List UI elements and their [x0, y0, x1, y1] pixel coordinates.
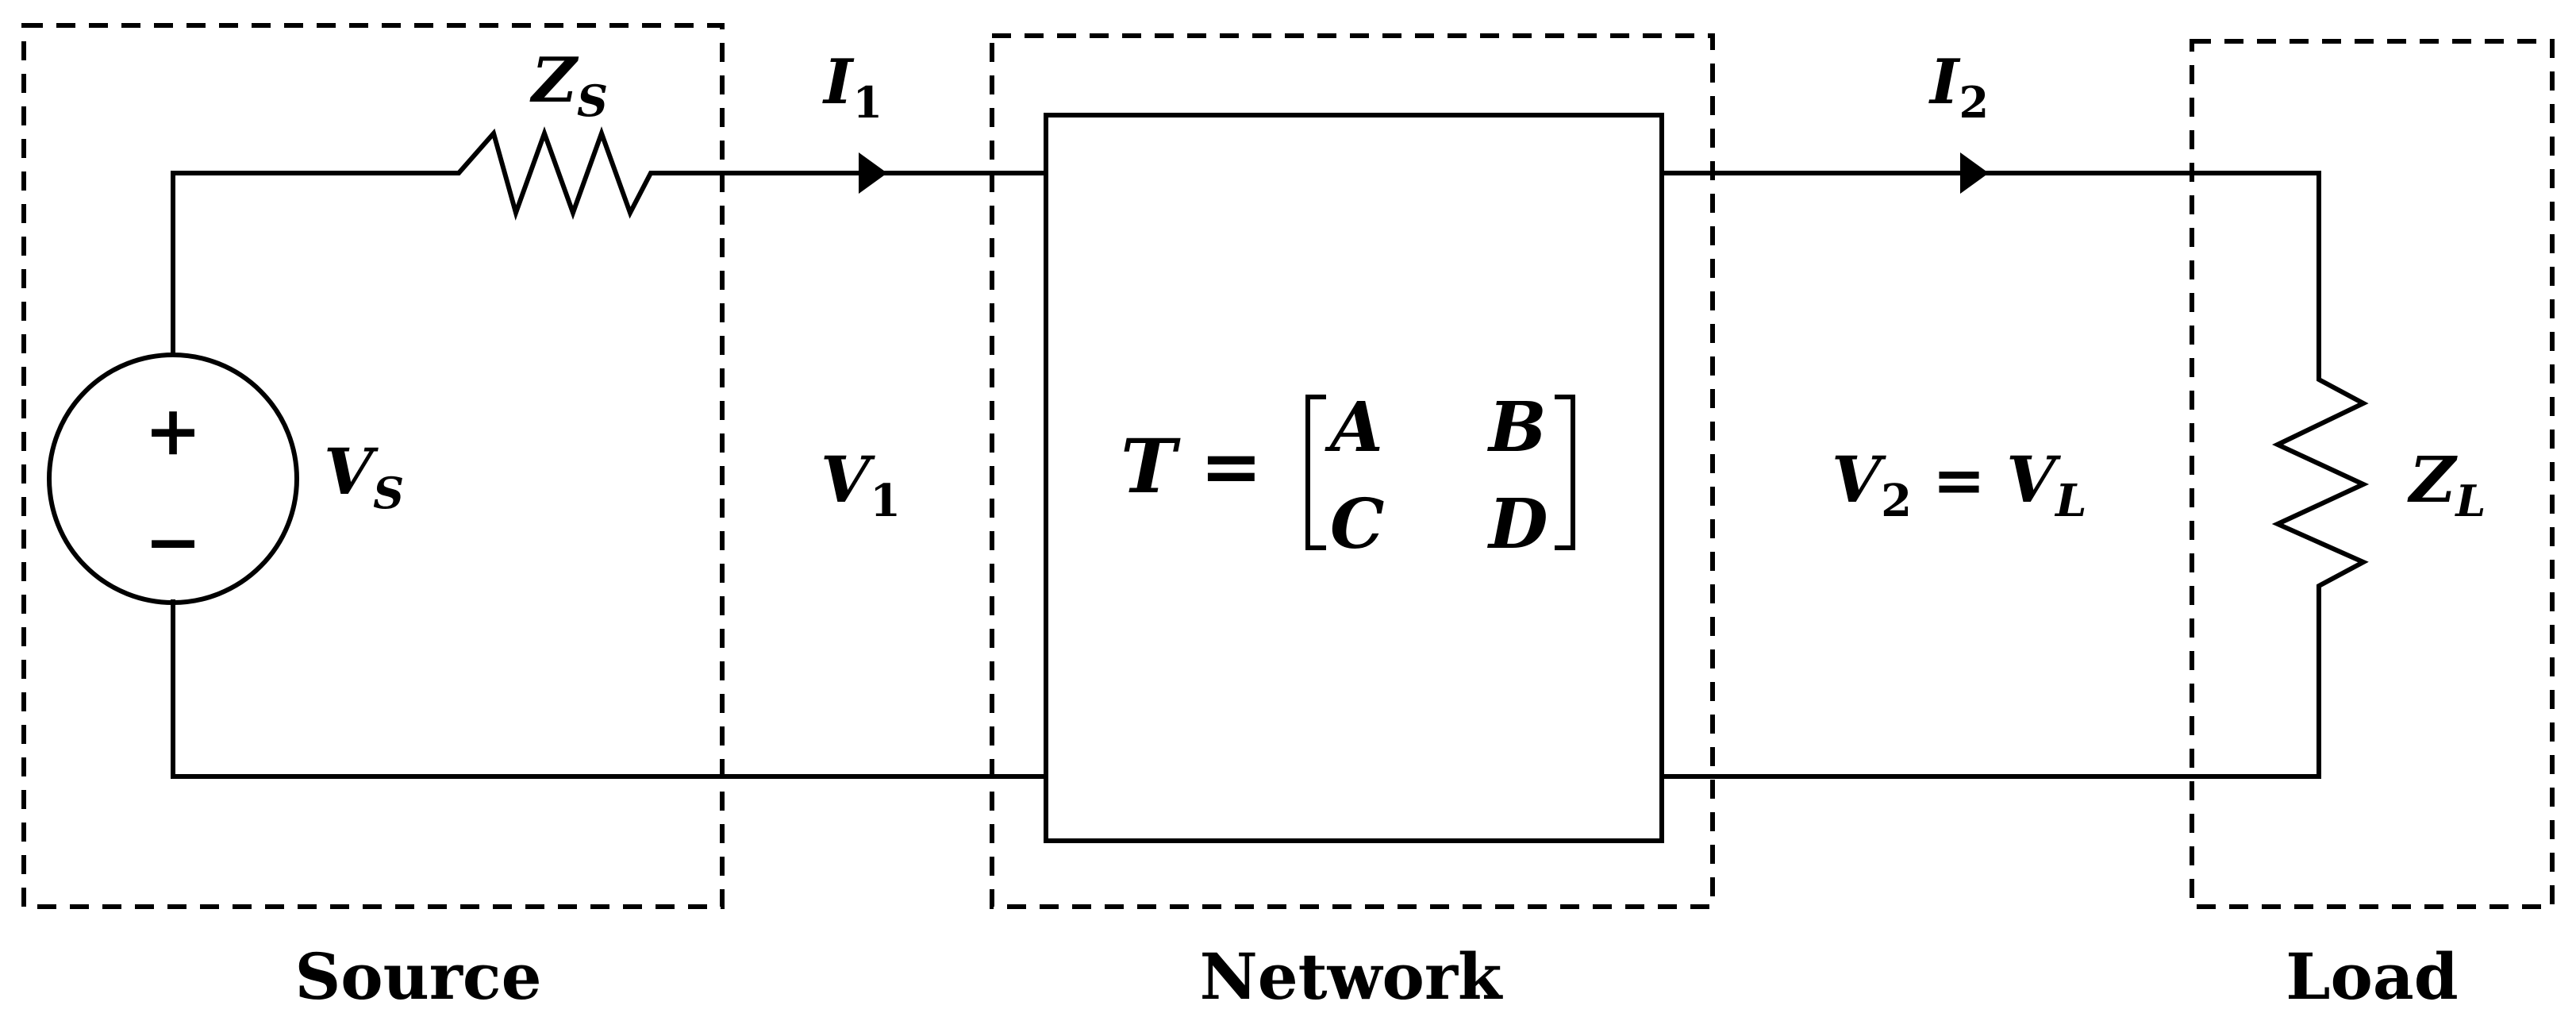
- source-minus-sign: −: [144, 502, 202, 582]
- matrix-entry-b: B: [1486, 387, 1547, 468]
- voltage-source-symbol: [47, 353, 299, 605]
- i2-label: I2: [1928, 46, 1989, 128]
- load-top-wire: [1659, 171, 2370, 779]
- source-top-wire: [171, 126, 1048, 356]
- matrix-entry-c: C: [1330, 484, 1384, 564]
- network-region-box: [990, 33, 1715, 909]
- zl-label: ZL: [2407, 442, 2486, 526]
- matrix-name: T: [1121, 423, 1181, 510]
- matrix-left-bracket: [1305, 395, 1326, 550]
- matrix-right-bracket: [1555, 395, 1575, 550]
- source-region-box: [21, 23, 725, 909]
- load-region-label: Load: [2286, 939, 2458, 1014]
- v1-label: V1: [821, 442, 901, 527]
- matrix-entry-a: A: [1325, 387, 1383, 468]
- zs-label: ZS: [529, 44, 608, 126]
- load-region-box: [2190, 39, 2555, 909]
- source-region-label: Source: [294, 939, 541, 1014]
- source-plus-sign: +: [144, 391, 202, 471]
- current-arrow-i1: [859, 152, 887, 194]
- i1-label: I1: [822, 46, 882, 128]
- network-region-label: Network: [1200, 939, 1503, 1014]
- matrix-equals: =: [1200, 423, 1263, 510]
- network-block: [1044, 113, 1664, 843]
- matrix-entry-d: D: [1486, 484, 1548, 564]
- v2-equals-vl-label: V2=VL: [1832, 442, 2087, 527]
- vs-label: VS: [324, 434, 404, 518]
- source-bottom-wire: [171, 599, 1048, 779]
